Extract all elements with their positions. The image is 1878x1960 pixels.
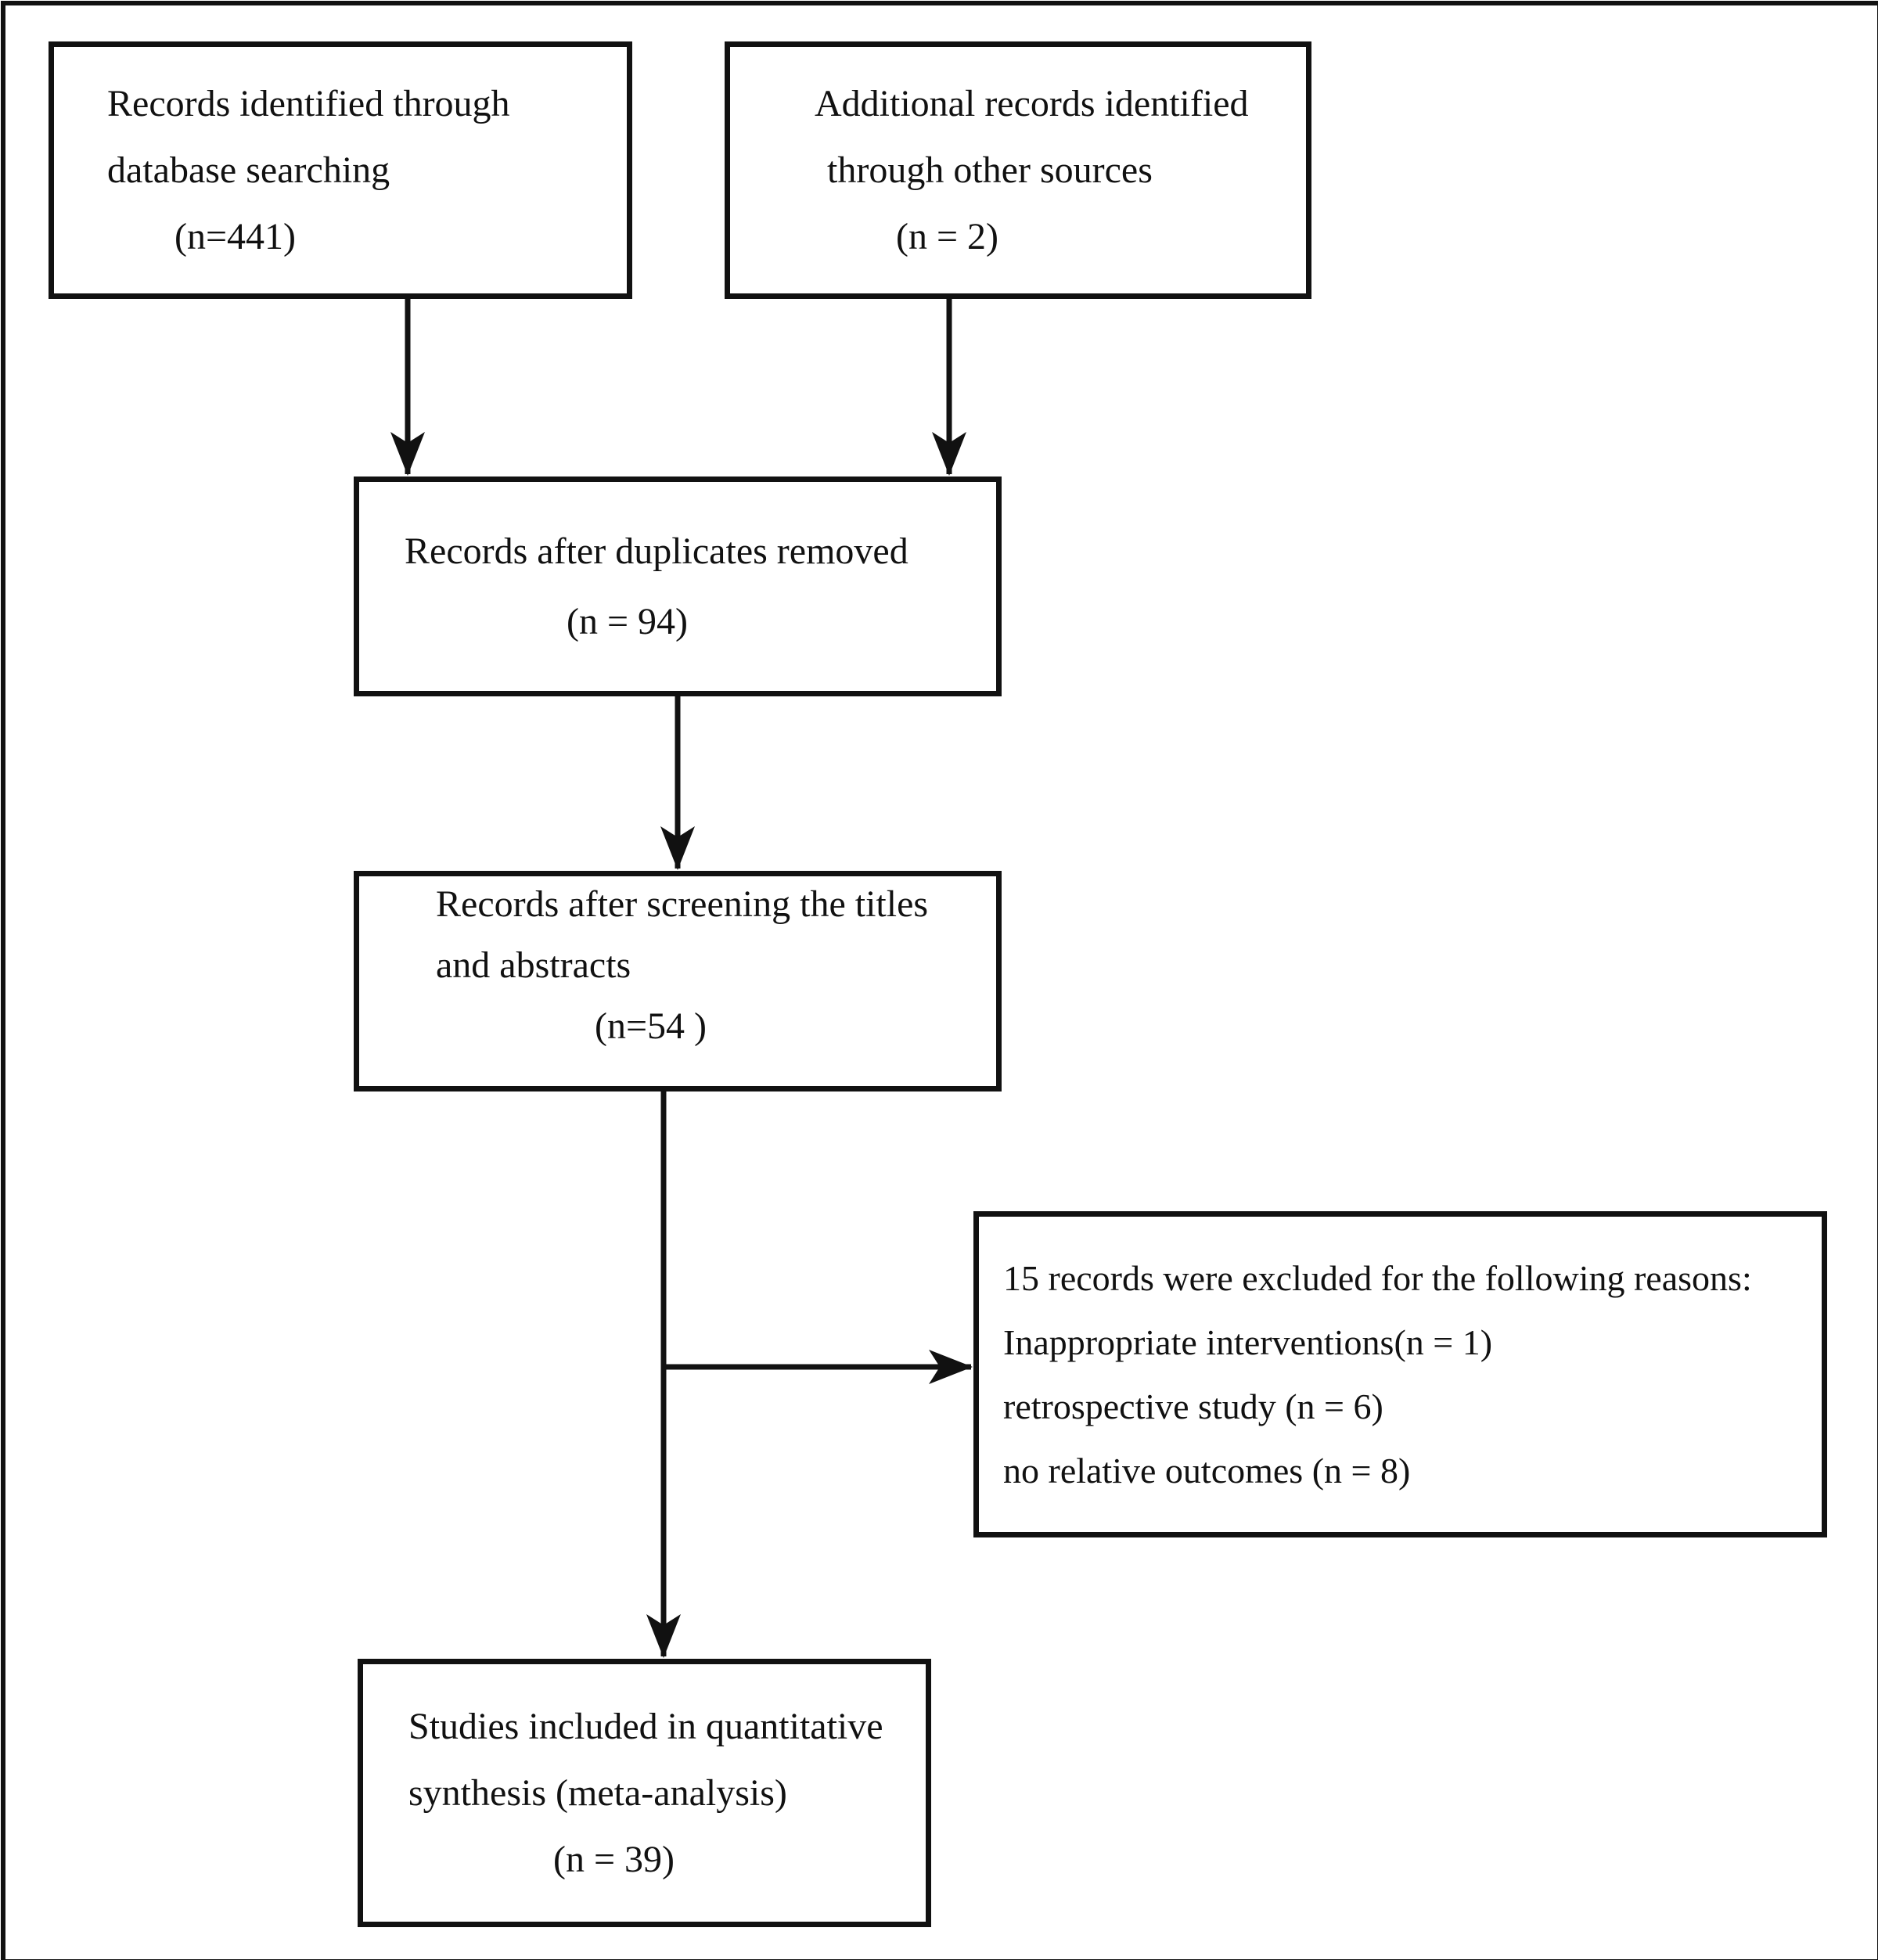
- node-text-line: Additional records identified: [815, 83, 1249, 124]
- node-text-line: 15 records were excluded for the followi…: [1003, 1257, 1752, 1298]
- node-text-line: Records after screening the titles: [436, 883, 929, 925]
- node-after-screening: Records after screening the titles and a…: [354, 871, 1002, 1091]
- node-records-identified: Records identified through database sear…: [49, 41, 632, 299]
- node-text-line: database searching: [107, 149, 390, 191]
- node-additional-records: Additional records identified through ot…: [725, 41, 1311, 299]
- node-records-excluded: 15 records were excluded for the followi…: [973, 1211, 1827, 1537]
- node-after-duplicates-removed: Records after duplicates removed (n = 94…: [354, 477, 1002, 696]
- node-reason-line: no relative outcomes (n = 8): [1003, 1450, 1411, 1491]
- node-text-line: and abstracts: [436, 944, 631, 986]
- node-text-line: synthesis (meta-analysis): [408, 1772, 787, 1814]
- node-text-line: Records identified through: [107, 83, 510, 124]
- node-reason-line: Inappropriate interventions(n = 1): [1003, 1322, 1493, 1362]
- node-count-line: (n = 2): [896, 216, 999, 257]
- node-studies-included: Studies included in quantitative synthes…: [358, 1659, 931, 1927]
- node-count-line: (n=441): [174, 216, 297, 257]
- node-text-line: Studies included in quantitative: [408, 1706, 883, 1747]
- node-count-line: (n = 39): [553, 1839, 675, 1880]
- node-text-line: through other sources: [827, 149, 1153, 191]
- node-reason-line: retrospective study (n = 6): [1003, 1386, 1383, 1426]
- node-count-line: (n = 94): [567, 600, 689, 642]
- node-text-line: Records after duplicates removed: [405, 530, 908, 572]
- node-count-line: (n=54 ): [595, 1005, 707, 1047]
